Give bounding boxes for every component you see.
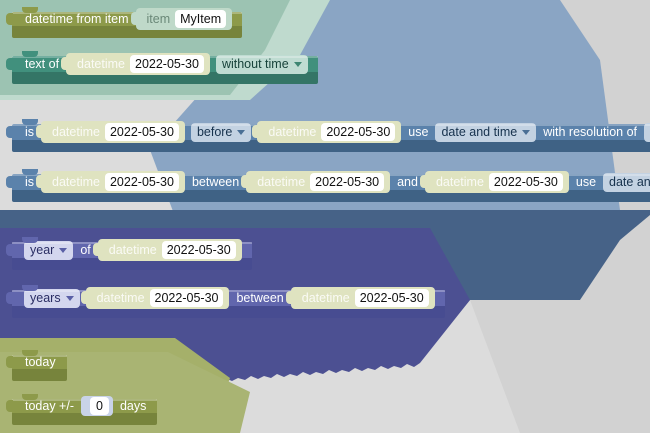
block-label: today: [25, 355, 56, 369]
block-datetime-from-item[interactable]: datetime from item item MyItem: [6, 7, 243, 38]
chevron-down-icon: [293, 61, 302, 67]
input-name: datetime: [257, 175, 306, 189]
input-name: datetime: [268, 125, 317, 139]
value-input-number[interactable]: 0: [81, 396, 113, 416]
chevron-down-icon: [237, 129, 246, 135]
block-label: is: [25, 125, 35, 139]
text-field-datetime[interactable]: 2022-05-30: [130, 55, 204, 73]
label-use: use: [408, 125, 429, 139]
block-label: text of: [25, 57, 60, 71]
dropdown-resolution[interactable]: years: [644, 122, 650, 142]
dropdown-unit[interactable]: year: [24, 240, 74, 260]
text-field-datetime-1[interactable]: 2022-05-30: [104, 123, 179, 141]
dropdown-comparison[interactable]: before: [190, 122, 252, 142]
value-input-datetime[interactable]: datetime 2022-05-30: [61, 53, 210, 75]
value-input-datetime-3[interactable]: datetime 2022-05-30: [419, 171, 569, 193]
text-field-datetime[interactable]: 2022-05-30: [161, 241, 236, 259]
block-is-datetime-between[interactable]: is datetime 2022-05-30 between datetime …: [6, 169, 650, 202]
dropdown-value: date and time: [441, 124, 518, 139]
text-field-datetime-2[interactable]: 2022-05-30: [354, 289, 429, 307]
block-years-between-datetimes[interactable]: years datetime 2022-05-30 between dateti…: [6, 285, 445, 318]
dropdown-unit[interactable]: years: [24, 288, 80, 308]
left-plug: [6, 11, 13, 27]
dropdown-value: years: [30, 290, 61, 305]
block-label: datetime from item: [25, 12, 129, 26]
top-notch: [22, 169, 38, 175]
dropdown-value: year: [30, 242, 55, 257]
text-field-datetime-2[interactable]: 2022-05-30: [310, 173, 385, 191]
dropdown-use-mode[interactable]: date and time: [603, 172, 650, 192]
value-input-datetime[interactable]: datetime 2022-05-30: [92, 239, 242, 261]
input-name: datetime: [435, 175, 484, 189]
label-of: of: [80, 243, 91, 257]
top-notch: [22, 119, 38, 125]
value-input-datetime-2[interactable]: datetime 2022-05-30: [241, 171, 391, 193]
text-field-item[interactable]: MyItem: [175, 10, 227, 28]
input-name: datetime: [96, 291, 145, 305]
block-is-datetime-before[interactable]: is datetime 2022-05-30 before datetime 2…: [6, 119, 650, 152]
number-field-days[interactable]: 0: [90, 397, 109, 415]
dropdown-value: without time: [221, 56, 289, 71]
label-between: between: [236, 291, 284, 305]
left-plug: [6, 398, 13, 414]
chevron-down-icon: [522, 129, 531, 135]
value-input-datetime-1[interactable]: datetime 2022-05-30: [80, 287, 230, 309]
block-today[interactable]: today: [6, 350, 67, 381]
top-notch: [22, 350, 38, 356]
input-name: datetime: [108, 243, 157, 257]
top-notch: [22, 394, 38, 400]
input-name: datetime: [301, 291, 350, 305]
top-notch: [22, 7, 38, 13]
chevron-down-icon: [59, 247, 68, 253]
dropdown-value: before: [196, 124, 233, 139]
block-label: today +/-: [25, 399, 74, 413]
text-field-datetime-3[interactable]: 2022-05-30: [488, 173, 563, 191]
label-resolution: with resolution of: [543, 125, 638, 139]
input-name: datetime: [52, 125, 100, 139]
text-field-datetime-1[interactable]: 2022-05-30: [104, 173, 179, 191]
top-notch: [22, 51, 38, 57]
block-label: is: [25, 175, 35, 189]
left-plug: [6, 354, 13, 370]
top-notch: [22, 285, 38, 291]
left-plug: [6, 242, 13, 258]
label-and: and: [397, 175, 418, 189]
block-today-plus-minus-days[interactable]: today +/- 0 days: [6, 394, 158, 425]
input-name: datetime: [52, 175, 100, 189]
text-field-datetime-1[interactable]: 2022-05-30: [149, 289, 224, 307]
label-between: between: [191, 175, 240, 189]
dropdown-value: date and time: [609, 174, 650, 189]
block-text-of-datetime[interactable]: text of datetime 2022-05-30 without time: [6, 51, 318, 84]
input-name: datetime: [77, 57, 125, 71]
label-use: use: [575, 175, 597, 189]
value-input-datetime-2[interactable]: datetime 2022-05-30: [285, 287, 435, 309]
value-input-datetime-1[interactable]: datetime 2022-05-30: [36, 171, 185, 193]
block-year-of-datetime[interactable]: year of datetime 2022-05-30: [6, 237, 252, 270]
label-days: days: [119, 399, 147, 413]
left-plug: [6, 290, 13, 306]
left-plug: [6, 124, 13, 140]
left-plug: [6, 174, 13, 190]
top-notch: [22, 237, 38, 243]
value-input-datetime-2[interactable]: datetime 2022-05-30: [252, 121, 402, 143]
text-field-datetime-2[interactable]: 2022-05-30: [321, 123, 396, 141]
dropdown-time-format[interactable]: without time: [215, 54, 308, 74]
value-input-item[interactable]: item MyItem: [130, 8, 233, 30]
dropdown-use-mode[interactable]: date and time: [435, 122, 537, 142]
chevron-down-icon: [65, 295, 74, 301]
input-name: item: [146, 12, 171, 26]
value-input-datetime-1[interactable]: datetime 2022-05-30: [36, 121, 185, 143]
left-plug: [6, 56, 13, 72]
